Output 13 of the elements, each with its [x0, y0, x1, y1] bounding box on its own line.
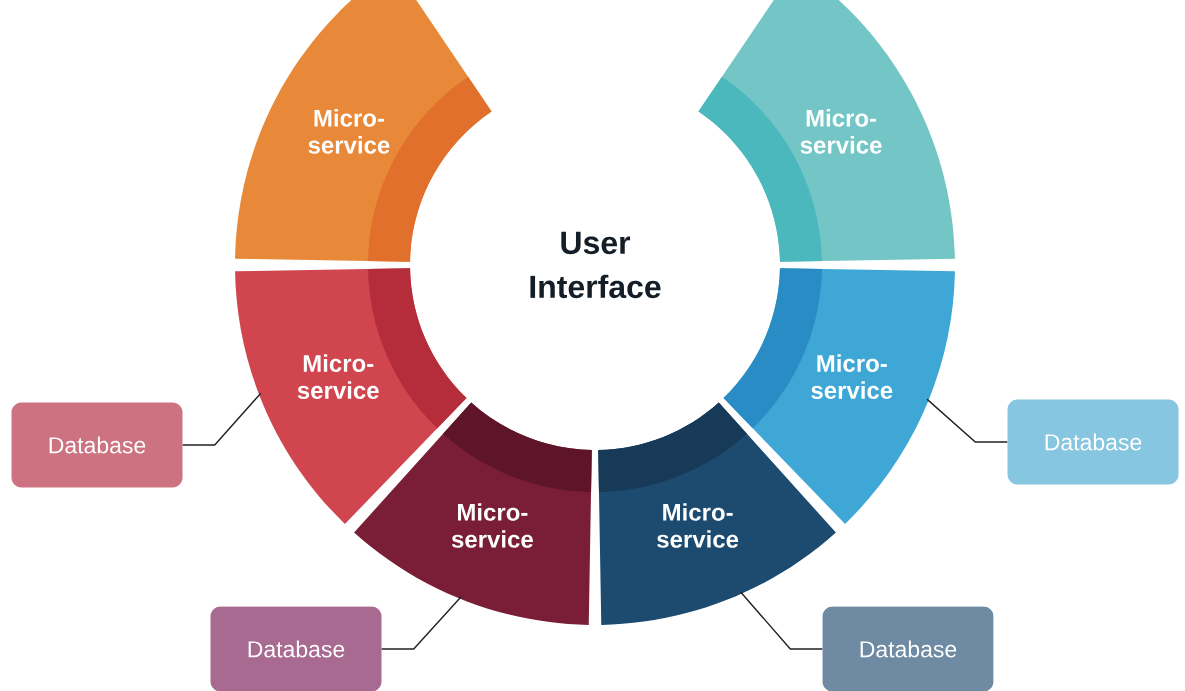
database-box: Database: [1007, 399, 1179, 485]
leader-line: [926, 398, 1008, 443]
leader-line: [182, 392, 262, 446]
ring-segment: Micro- service: [598, 402, 836, 625]
ring-segment: Micro- service: [235, 0, 492, 262]
leader-line: [739, 591, 823, 650]
center-title: User Interface: [530, 231, 661, 299]
leader-line: [381, 596, 462, 650]
ring-segment: Micro- service: [354, 402, 592, 625]
database-box: Database: [822, 606, 994, 691]
ring-segment: Micro- service: [698, 0, 955, 262]
database-box: Database: [210, 606, 382, 691]
database-box: Database: [11, 402, 183, 488]
